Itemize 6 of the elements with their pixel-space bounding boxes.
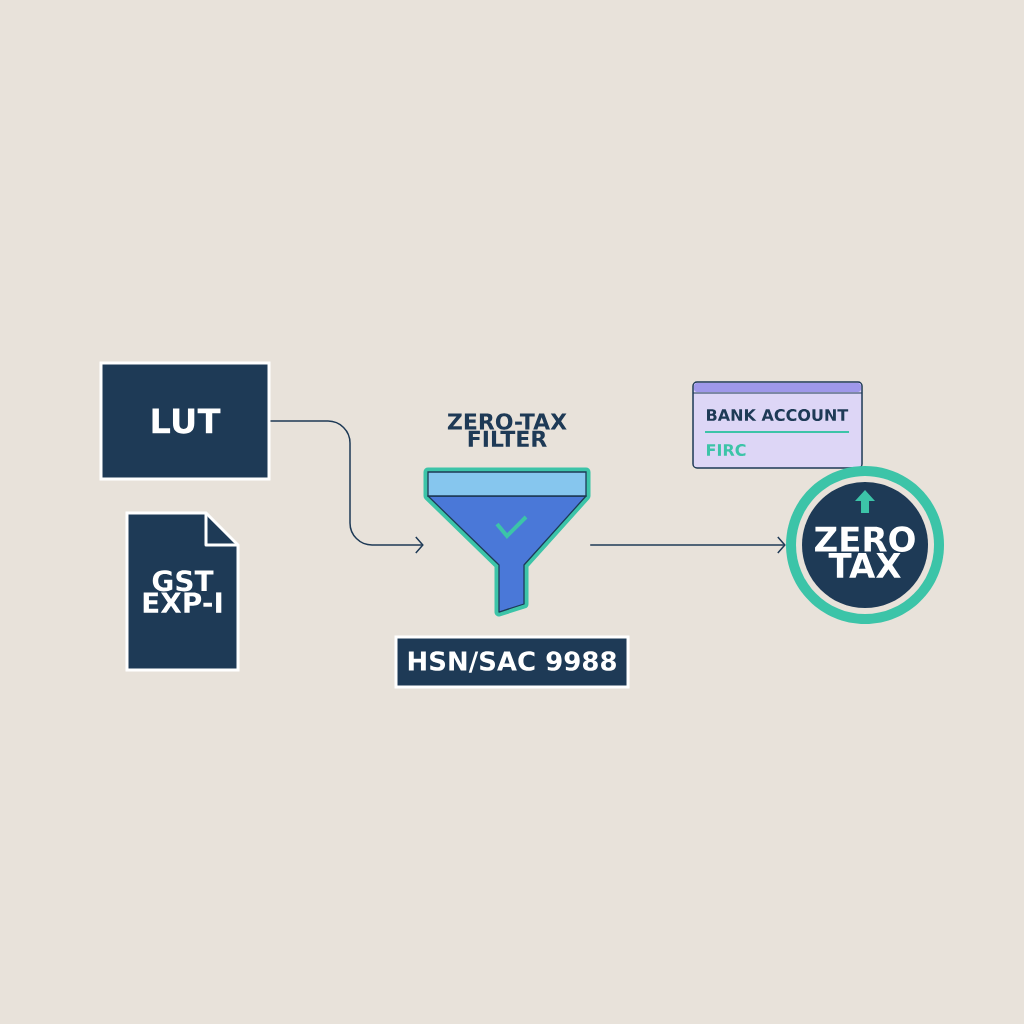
document-box: LUT bbox=[99, 361, 271, 481]
code-box: HSN/SAC 9988 bbox=[394, 635, 630, 689]
arrow bbox=[269, 420, 424, 554]
arrow bbox=[589, 536, 786, 554]
account-card: BANK ACCOUNT FIRC bbox=[692, 381, 863, 469]
funnel-heading: ZERO-TAX FILTER bbox=[447, 413, 567, 447]
